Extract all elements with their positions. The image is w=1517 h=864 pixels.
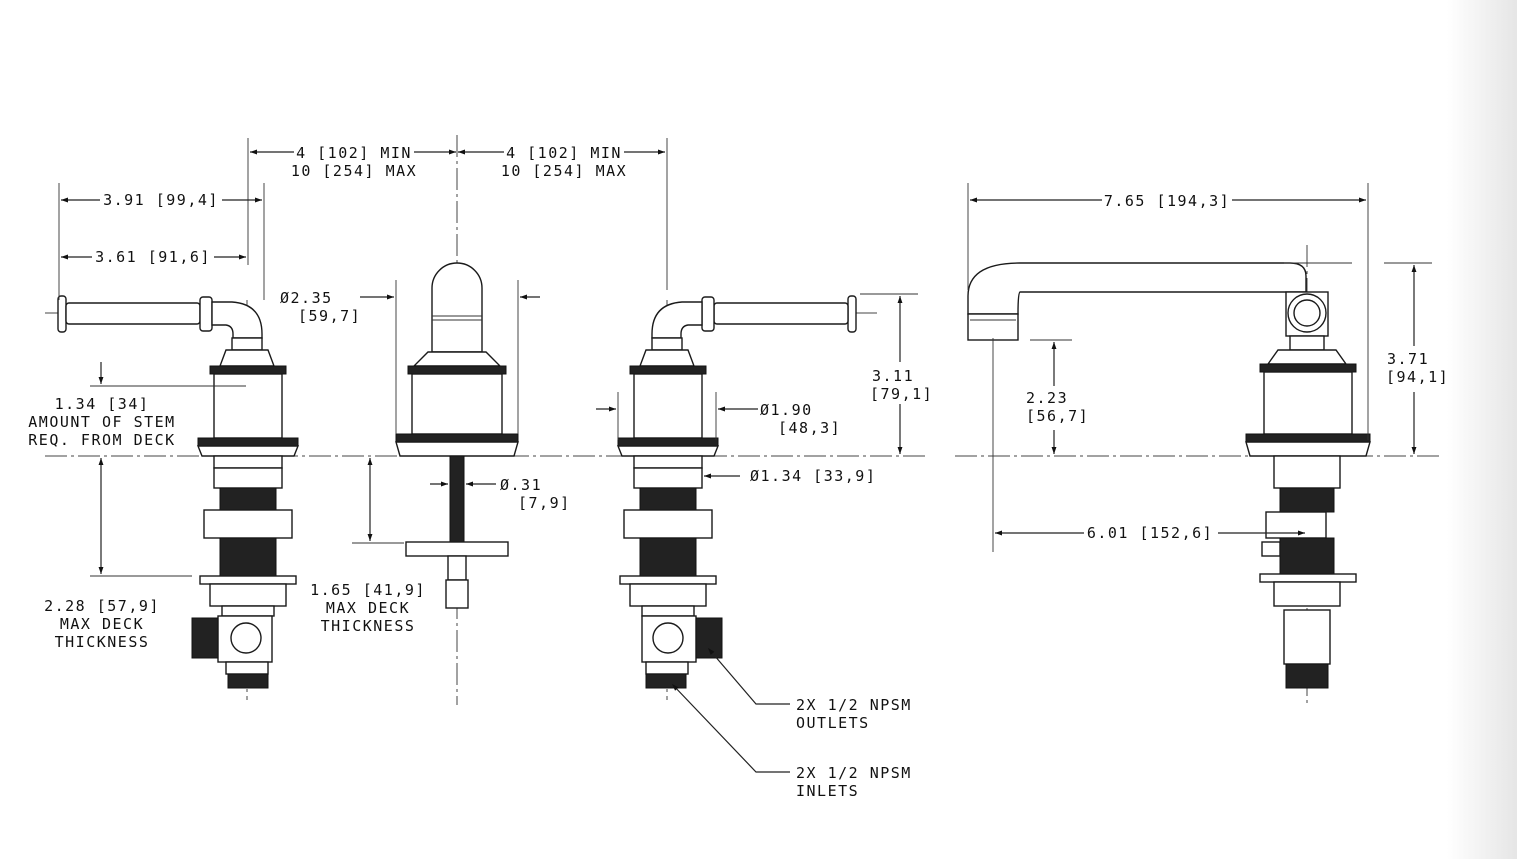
dim-outlet-height-1: 2.23 (1026, 389, 1068, 407)
dim-spout-reach: 6.01 [152,6] (1087, 524, 1213, 542)
dim-stud-dia-1: Ø.31 (500, 476, 542, 494)
dimension-lines (61, 149, 1417, 773)
spout-side-view (967, 245, 1371, 705)
note-outlets-1: 2X 1/2 NPSM (796, 696, 912, 714)
dim-deck-mid-2: MAX DECK (326, 599, 410, 617)
note-outlets-2: OUTLETS (796, 714, 870, 732)
dim-stem-1: 1.34 [34] (55, 395, 150, 413)
dim-handle-height-1: 3.11 (872, 367, 914, 385)
left-handle-valve (45, 295, 300, 700)
dim-deck-left-1: 2.28 [57,9] (44, 597, 160, 615)
extension-lines (58, 138, 1432, 577)
dim-spacing-right-1: 4 [102] MIN (506, 144, 622, 162)
dim-handle-height-2: [79,1] (870, 385, 933, 403)
dim-spout-dia-2: [59,7] (298, 307, 361, 325)
dim-deck-left-3: THICKNESS (55, 633, 150, 651)
dim-body-dia-2: [48,3] (778, 419, 841, 437)
dimension-labels: 4 [102] MIN 10 [254] MAX 4 [102] MIN 10 … (28, 144, 1449, 800)
dim-outlet-height-2: [56,7] (1026, 407, 1089, 425)
dim-stem-2: AMOUNT OF STEM (28, 413, 175, 431)
dim-deck-left-2: MAX DECK (60, 615, 144, 633)
dim-deck-mid-1: 1.65 [41,9] (310, 581, 426, 599)
center-spout-front (395, 135, 519, 705)
dim-spout-length: 7.65 [194,3] (1104, 192, 1230, 210)
dim-spacing-left-2: 10 [254] MAX (291, 162, 417, 180)
dim-shank-dia: Ø1.34 [33,9] (750, 467, 876, 485)
dim-spout-height-1: 3.71 (1387, 350, 1429, 368)
right-handle-valve (616, 295, 880, 700)
note-inlets-2: INLETS (796, 782, 859, 800)
dim-deck-mid-3: THICKNESS (321, 617, 416, 635)
dim-spout-dia-1: Ø2.35 (280, 289, 333, 307)
edge-shading (1447, 0, 1517, 859)
dim-stem-3: REQ. FROM DECK (28, 431, 175, 449)
dim-body-dia-1: Ø1.90 (760, 401, 813, 419)
dim-stud-dia-2: [7,9] (518, 494, 571, 512)
note-inlets-1: 2X 1/2 NPSM (796, 764, 912, 782)
dim-spacing-left-1: 4 [102] MIN (296, 144, 412, 162)
dim-handle-reach-inner: 3.61 [91,6] (95, 248, 211, 266)
dim-handle-reach-outer: 3.91 [99,4] (103, 191, 219, 209)
dim-spacing-right-2: 10 [254] MAX (501, 162, 627, 180)
dim-spout-height-2: [94,1] (1386, 368, 1449, 386)
